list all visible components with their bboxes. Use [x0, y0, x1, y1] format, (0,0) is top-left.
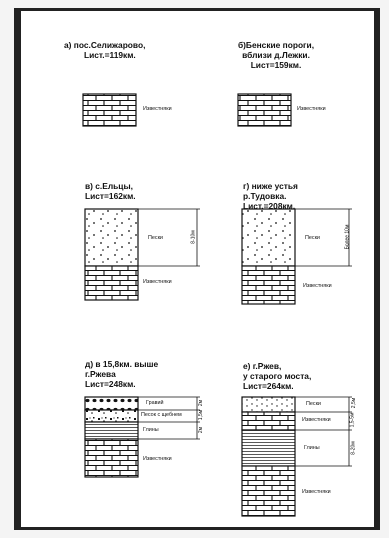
section-e-label-lower-limestone: Известняки	[302, 489, 331, 495]
section-e-sand-layer	[241, 396, 296, 413]
section-v-caption: в) с.Ельцы, Lист=162км.	[85, 181, 136, 201]
scan-border-right	[374, 8, 380, 530]
section-g-limestone-layer	[241, 265, 296, 305]
section-g-dimension-lines	[295, 208, 352, 267]
section-a-limestone-layer	[82, 93, 137, 127]
section-g-dim-label: Более 10м	[344, 224, 351, 250]
section-a-label-limestone: Известняки	[143, 106, 172, 112]
page-sheet	[14, 8, 380, 530]
section-d-clay-layer	[84, 421, 139, 440]
section-e-caption: е) г.Ржев, у старого моста, Lист=264км.	[243, 361, 312, 391]
scan-border-left	[14, 8, 21, 530]
section-d-label-clay: Глины	[143, 427, 159, 433]
section-d-dim-sand-rubble: 1,5м	[198, 409, 205, 421]
scan-border-bottom	[14, 527, 380, 530]
section-v-label-sand: Пески	[148, 235, 163, 241]
section-e-dimension-lines	[295, 396, 352, 467]
section-a-caption: а) пос.Селижарово, Lист.=119км.	[64, 40, 146, 60]
section-g-label-limestone: Известняки	[303, 283, 332, 289]
section-d-gravel-layer	[84, 396, 139, 411]
section-e-label-clay: Глины	[304, 445, 320, 451]
section-d-limestone-layer	[84, 438, 139, 478]
section-v-label-limestone: Известняки	[143, 279, 172, 285]
section-d-label-sand-rubble: Песок с щебнем	[141, 412, 182, 418]
section-v-sand-layer	[84, 208, 139, 267]
section-d-label-limestone: Известняки	[143, 456, 172, 462]
section-e-clay-layer	[241, 429, 296, 467]
section-d-label-gravel: Гравий	[146, 400, 164, 406]
section-b-caption: б)Бенские пороги, вблизи д.Лежки. Lист=1…	[237, 40, 315, 70]
section-b-label-limestone: Известняки	[297, 106, 326, 112]
section-e-dim-limestone: 1,5-5м	[349, 412, 356, 428]
section-d-dim-gravel: 2м	[198, 399, 205, 407]
section-e-label-sand: Пески	[306, 401, 321, 407]
section-d-sand-rubble-layer	[84, 409, 139, 423]
section-d-dim-clay: 2м	[198, 426, 205, 434]
section-e-label-upper-limestone: Известняки	[302, 417, 331, 423]
section-e-upper-limestone-layer	[241, 411, 296, 431]
scan-border-top	[14, 8, 380, 11]
section-g-sand-layer	[241, 208, 296, 267]
section-g-label-sand: Пески	[305, 235, 320, 241]
section-v-dim-label: 8-10м	[190, 230, 197, 244]
section-v-limestone-layer	[84, 265, 139, 301]
section-d-caption: д) в 15,8км. выше г.Ржева Lист=248км.	[85, 359, 159, 389]
section-e-dim-clay: 8-20м	[350, 441, 357, 455]
section-b-limestone-layer	[237, 93, 292, 127]
section-e-lower-limestone-layer	[241, 465, 296, 517]
section-e-dim-sand: 2,5м	[351, 397, 358, 409]
section-d-dimension-lines	[138, 396, 200, 440]
section-v-dimension-lines	[138, 208, 200, 267]
section-g-caption: г) ниже устья р.Тудовка. Lист.=208км.	[243, 181, 298, 211]
